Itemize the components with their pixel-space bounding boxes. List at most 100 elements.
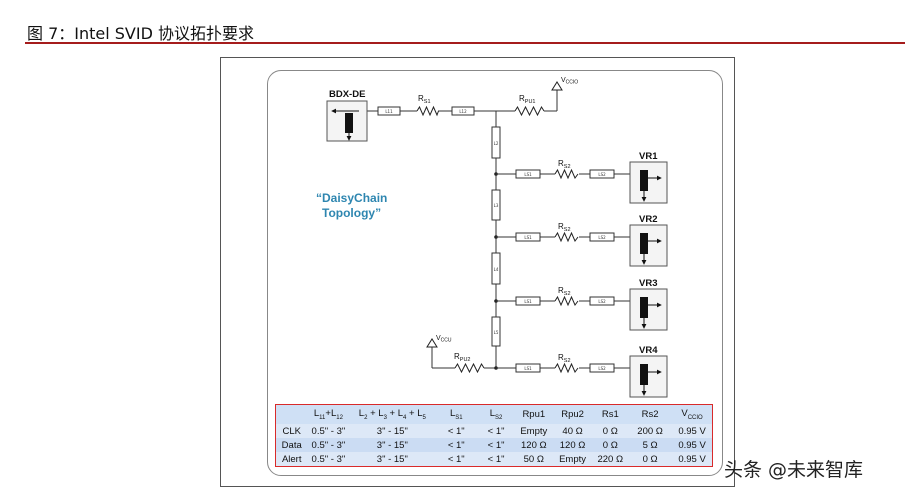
inductor-l3: L3 xyxy=(491,189,501,221)
inductor-ls1-label: LS1 xyxy=(524,172,532,177)
vr-label: VR4 xyxy=(639,345,658,356)
table-cell: 3" - 15" xyxy=(349,438,436,452)
vr-chip xyxy=(640,297,648,318)
inductor-ls2-label: LS2 xyxy=(598,235,606,240)
vr-chip xyxy=(640,170,648,191)
inductor-l12: L12 xyxy=(451,106,475,116)
table-header-cell: L11+L12 xyxy=(313,408,343,421)
table-cell: 0.95 V xyxy=(672,424,712,438)
svg-text:L11: L11 xyxy=(385,109,393,114)
vccio-supply-icon xyxy=(551,81,563,91)
rs2-label: RS2 xyxy=(558,286,571,297)
table-cell: 200 Ω xyxy=(628,424,673,438)
diagram-frame xyxy=(267,70,723,476)
table-header-cell: LS2 xyxy=(489,408,503,421)
rpu1-label: RPU1 xyxy=(519,94,535,105)
svg-text:L2: L2 xyxy=(494,141,499,146)
table-cell: 0 Ω xyxy=(628,452,673,466)
vccio-label: VCCIO xyxy=(561,77,578,86)
vr-label: VR1 xyxy=(639,151,658,162)
rs2-label: RS2 xyxy=(558,222,571,233)
resistor-rs1 xyxy=(416,105,439,117)
vr-box xyxy=(629,224,668,267)
table-cell: Empty xyxy=(552,452,593,466)
table-cell: 0.5" - 3" xyxy=(307,452,350,466)
table-cell: 5 Ω xyxy=(628,438,673,452)
row-label-header xyxy=(276,405,307,424)
table-header-cell: Rs1 xyxy=(601,409,619,420)
inductor-ls2-label: LS2 xyxy=(598,366,606,371)
vr-label: VR3 xyxy=(639,278,657,289)
table-header-cell: Rs2 xyxy=(641,409,659,420)
table-cell: 40 Ω xyxy=(552,424,593,438)
figure-title: 图 7：Intel SVID 协议拓扑要求 xyxy=(27,24,255,43)
vr-box xyxy=(629,161,668,204)
resistor-rpu1 xyxy=(514,105,545,117)
inductor-ls1-label: LS1 xyxy=(524,299,532,304)
row-label: Alert xyxy=(276,452,308,466)
table-cell: 220 Ω xyxy=(592,452,629,466)
resistor-rs2 xyxy=(554,168,579,180)
inductor-ls2-label: LS2 xyxy=(598,299,606,304)
inductor-l5: L5 xyxy=(491,316,501,347)
svg-text:L5: L5 xyxy=(494,330,499,335)
rs2-label: RS2 xyxy=(558,353,571,364)
table-header-cell: VCCIO xyxy=(681,408,703,421)
table-cell: 0.5" - 3" xyxy=(307,438,350,452)
table-cell: < 1" xyxy=(435,438,478,452)
row-label: CLK xyxy=(276,424,308,438)
inductor-l4: L4 xyxy=(491,252,501,285)
inductor-ls2-label: LS2 xyxy=(598,172,606,177)
table-cell: < 1" xyxy=(435,424,478,438)
table-cell: < 1" xyxy=(435,452,478,466)
table-cell: 0 Ω xyxy=(592,438,629,452)
table-cell: 0 Ω xyxy=(592,424,629,438)
resistor-rs2 xyxy=(554,231,579,243)
inductor-ls1-label: LS1 xyxy=(524,366,532,371)
resistor-rs2 xyxy=(554,362,579,374)
table-cell: 50 Ω xyxy=(514,452,553,466)
title-divider xyxy=(25,42,905,44)
watermark: 头条 @未来智库 xyxy=(724,459,864,481)
row-label: Data xyxy=(276,438,308,452)
table-header-cell: L2 + L3 + L4 + L5 xyxy=(358,408,426,421)
table-cell: 0.5" - 3" xyxy=(307,424,350,438)
wires xyxy=(367,90,558,369)
vccu-label: VCCU xyxy=(436,335,452,344)
resistor-rpu2 xyxy=(454,362,485,374)
table-cell: 3" - 15" xyxy=(349,452,436,466)
table-cell: 0.95 V xyxy=(672,452,712,466)
inductor-ls1-label: LS1 xyxy=(524,235,532,240)
vr-box xyxy=(629,288,668,331)
topology-label-line2: Topology” xyxy=(322,206,381,220)
svg-text:L3: L3 xyxy=(494,203,499,208)
topology-label-line1: “DaisyChain xyxy=(316,191,387,205)
inductor-l11: L11 xyxy=(377,106,401,116)
host-block xyxy=(326,100,368,142)
table-header-cell: Rpu2 xyxy=(561,409,584,420)
table-header-cell: LS1 xyxy=(449,408,463,421)
table-cell: < 1" xyxy=(477,424,515,438)
inductor-l2: L2 xyxy=(491,126,501,159)
resistor-rs2 xyxy=(554,295,579,307)
table-cell: Empty xyxy=(514,424,553,438)
table-cell: 120 Ω xyxy=(514,438,553,452)
vr-box xyxy=(629,355,668,398)
table-cell: 3" - 15" xyxy=(349,424,436,438)
table-cell: < 1" xyxy=(477,452,515,466)
rs1-label: RS1 xyxy=(418,94,431,105)
vccu-supply-icon xyxy=(426,338,438,348)
table-cell: 0.95 V xyxy=(672,438,712,452)
host-label: BDX-DE xyxy=(329,89,365,100)
